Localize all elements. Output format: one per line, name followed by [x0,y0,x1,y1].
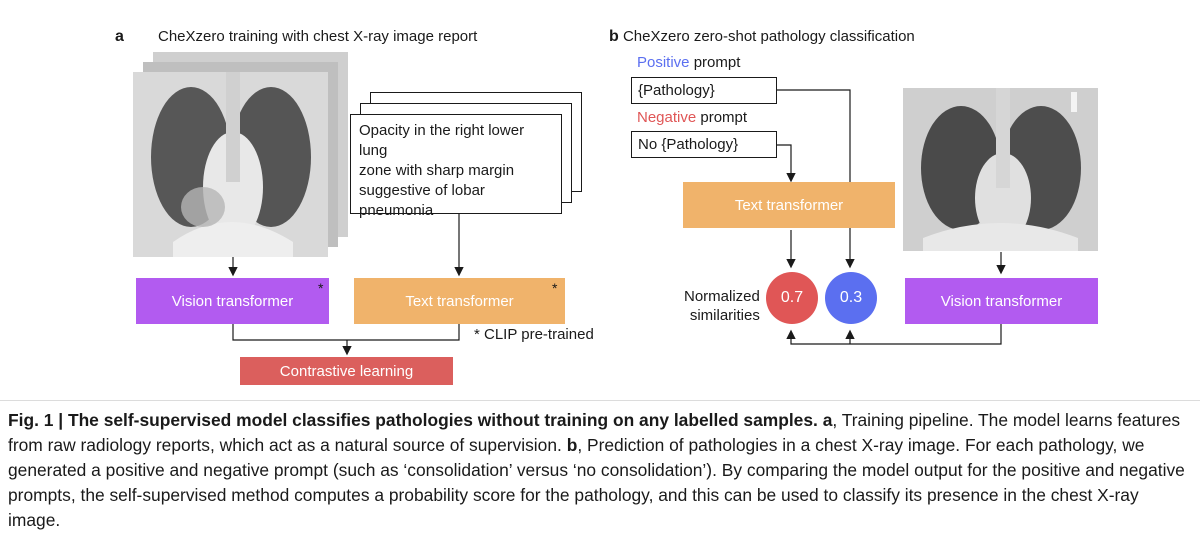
text-transformer-box-b: Text transformer [683,182,895,228]
positive-prompt-box: {Pathology} [631,77,777,104]
line-vision-back [786,324,1002,345]
report-line-3: suggestive of lobar [359,182,485,199]
line-negative-prompt [776,144,796,183]
text-transformer-label-b: Text transformer [734,196,844,214]
text-transformer-box-a: Text transformer [354,278,565,324]
panel-b-letter: b [609,28,619,45]
caption-a-text: , Training pipeline. The model learns fe… [8,410,1181,455]
clip-note: * CLIP pre-trained [474,326,594,343]
line-positive-prompt [776,89,855,269]
normalized-line-1: Normalized [684,288,760,305]
negative-word: Negative [637,109,697,126]
negative-prompt-text: No {Pathology} [638,136,739,153]
caption-label: Fig. 1 | The self-supervised model class… [8,410,818,430]
negative-rest: prompt [696,109,748,126]
panel-b-title: CheXzero zero-shot pathology classificat… [622,28,915,45]
panel-b-heading: b CheXzero zero-shot pathology classific… [609,28,915,46]
caption-b-text: , Prediction of pathologies in a chest X… [8,435,1185,530]
panel-a-title: CheXzero training with chest X-ray image… [158,28,478,45]
negative-score-circle: 0.7 [766,272,818,324]
star-vision: * [318,280,324,296]
positive-prompt-text: {Pathology} [638,82,715,99]
vision-transformer-label-a: Vision transformer [171,292,294,310]
report-line-2: zone with sharp margin [359,162,515,179]
positive-prompt-label: Positive prompt [637,54,740,71]
panel-a-letter: a [115,28,124,45]
normalized-similarities-label: Normalized similarities [684,287,760,325]
report-card: Opacity in the right lower lung zone wit… [350,114,562,219]
vision-transformer-label-b: Vision transformer [940,292,1063,310]
caption-divider [0,400,1200,401]
figure-caption: Fig. 1 | The self-supervised model class… [8,408,1194,533]
normalized-line-2: similarities [689,307,760,324]
positive-word: Positive [637,54,690,71]
star-text: * [552,280,558,296]
report-line-4: pneumonia [359,202,434,219]
xray-image-b [903,88,1098,251]
caption-a-letter: a [822,410,833,430]
negative-prompt-label: Negative prompt [637,109,747,126]
caption-b-letter: b [566,435,578,455]
xray-stack-a [133,52,348,257]
vision-transformer-box-b: Vision transformer [905,278,1098,324]
positive-score: 0.3 [839,289,863,306]
connector-lines [228,89,1006,356]
line-vision-down [232,324,460,341]
contrastive-learning-box: Contrastive learning [240,357,453,385]
positive-rest: prompt [689,54,741,71]
positive-score-circle: 0.3 [825,272,877,324]
contrastive-learning-label: Contrastive learning [279,362,414,380]
report-line-1: Opacity in the right lower lung [359,122,525,159]
vision-transformer-box-a: Vision transformer [136,278,329,324]
negative-score: 0.7 [780,289,804,306]
negative-prompt-box: No {Pathology} [631,131,777,158]
text-transformer-label-a: Text transformer [405,292,514,310]
